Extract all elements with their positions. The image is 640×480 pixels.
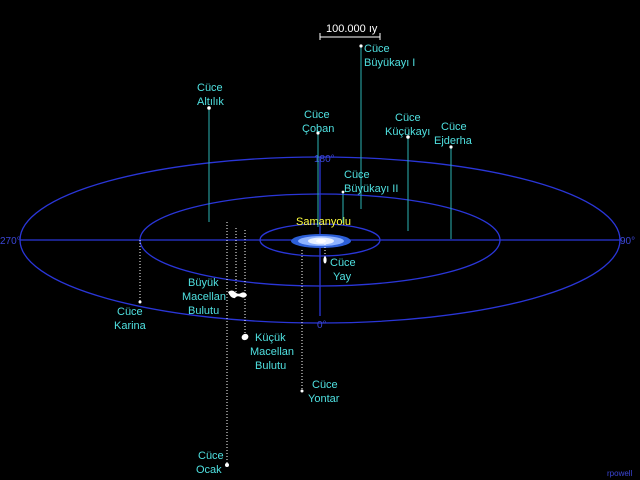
svg-text:Büyükayı I: Büyükayı I [364,57,415,69]
large-magellanic-cloud-shape [228,290,247,299]
galaxy-dot-ocak [225,463,229,467]
svg-text:Cüce: Cüce [330,257,356,269]
milky-way-galaxy [291,234,351,248]
svg-text:Macellan: Macellan [250,346,294,358]
galaxy-label-buyukkayi-2: Cüce Büyükayı II [344,169,398,195]
galaxy-dot-kucukayi [406,135,410,139]
scale-bar [319,33,381,40]
galaxy-label-buyuk-macellan: Büyük Macellan Bulutu [182,277,226,317]
svg-text:Cüce: Cüce [312,379,338,391]
svg-text:Ocak: Ocak [196,464,222,476]
svg-text:Bulutu: Bulutu [188,305,219,317]
svg-text:Cüce: Cüce [197,82,223,94]
galaxy-label-kucukayi: Cüce Küçükayı [385,112,430,138]
svg-text:Cüce: Cüce [395,112,421,124]
galaxy-label-altilik: Cüce Altılık [197,82,224,108]
degree-label-left: 270° [0,236,21,247]
svg-text:Macellan: Macellan [182,291,226,303]
svg-text:Yontar: Yontar [308,393,340,405]
svg-text:Cüce: Cüce [364,43,390,55]
svg-text:Küçükayı: Küçükayı [385,126,430,138]
galaxy-dot-ejderha [449,145,453,149]
svg-text:Cüce: Cüce [198,450,224,462]
svg-text:Bulutu: Bulutu [255,360,286,372]
small-magellanic-cloud-shape [241,333,249,341]
svg-text:Karina: Karina [114,320,147,332]
galaxy-dot-karina [138,300,142,304]
degree-label-top: 180° [314,154,335,165]
leader-lines-below [139,222,326,464]
galaxy-dot-yontar [300,389,304,393]
galaxy-label-buyukkayi-1: Cüce Büyükayı I [364,43,415,69]
galaxy-label-yontar: Cüce Yontar [308,379,340,405]
galaxy-dot-coban [316,131,320,135]
svg-text:Küçük: Küçük [255,332,286,344]
galaxy-label-karina: Cüce Karina [114,306,147,332]
galaxy-label-coban: Cüce Çoban [302,109,334,135]
svg-text:Cüce: Cüce [441,121,467,133]
svg-text:Ejderha: Ejderha [434,135,473,147]
svg-text:Cüce: Cüce [117,306,143,318]
svg-text:Büyükayı II: Büyükayı II [344,183,398,195]
galaxy-label-yay: Cüce Yay [330,257,356,283]
galaxy-dot-buyukkayi-2 [341,190,345,194]
degree-label-bottom: 0° [317,320,327,331]
galaxy-dot-yay [323,256,327,264]
galaxy-label-ocak: Cüce Ocak [196,450,224,476]
svg-text:Yay: Yay [333,271,352,283]
leader-lines-above [208,46,452,239]
galaxy-label-kucuk-macellan: Küçük Macellan Bulutu [250,332,294,372]
svg-text:Çoban: Çoban [302,123,334,135]
galaxy-label-ejderha: Cüce Ejderha [434,121,473,147]
svg-text:Altılık: Altılık [197,96,224,108]
svg-text:Cüce: Cüce [304,109,330,121]
credit-label: rpowell [607,469,633,478]
svg-text:Cüce: Cüce [344,169,370,181]
galaxy-markers [138,44,453,467]
scale-bar-label: 100.000 ıy [326,23,378,35]
galaxy-dot-buyukkayi-1 [359,44,363,48]
svg-text:Büyük: Büyük [188,277,219,289]
milky-way-label: Samanyolu [296,216,351,228]
degree-label-right: 90° [620,236,635,247]
galaxy-dot-altilik [207,106,211,110]
